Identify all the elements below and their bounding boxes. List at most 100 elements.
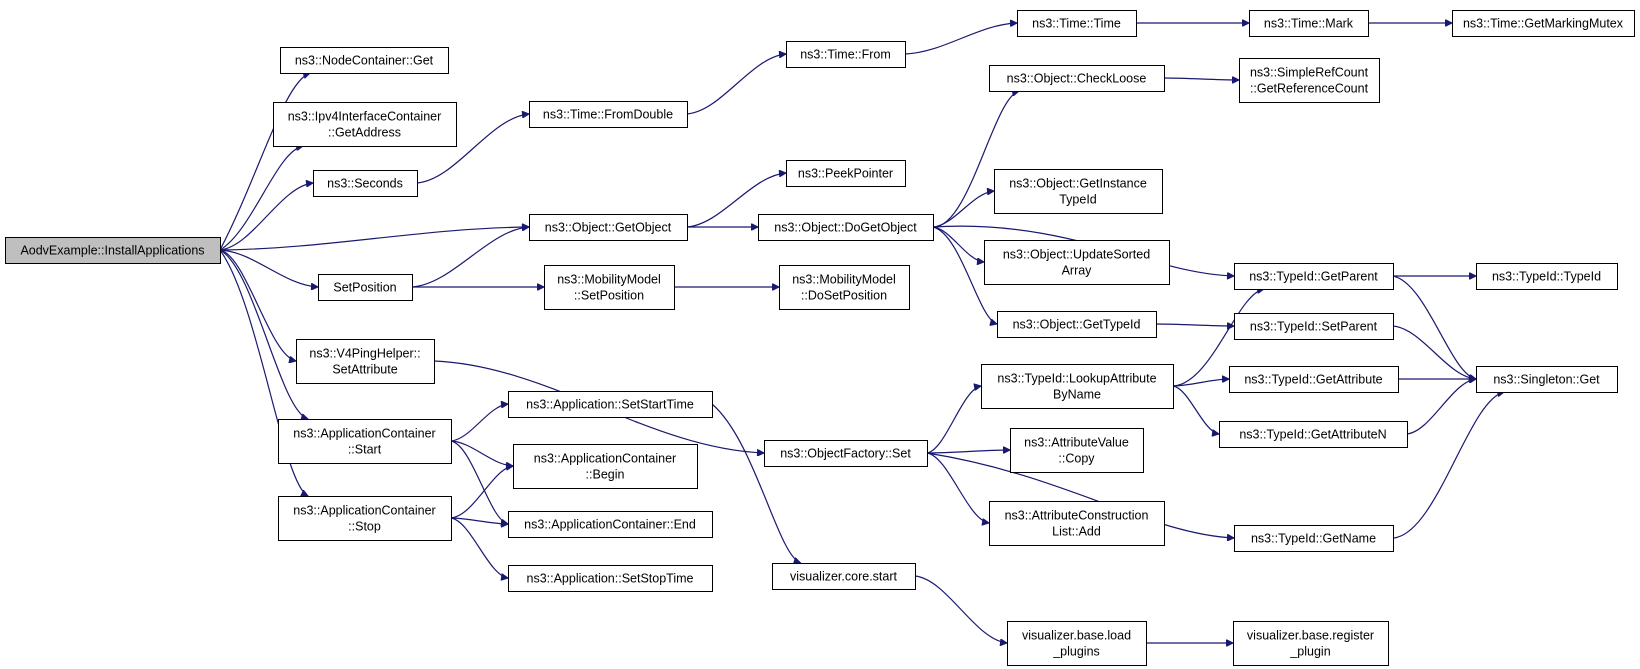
node-time-mark[interactable]: ns3::Time::Mark xyxy=(1249,10,1369,37)
node-typeid-typeid[interactable]: ns3::TypeId::TypeId xyxy=(1476,263,1618,290)
node-label: ::Copy xyxy=(1058,452,1095,466)
node-label: ns3::Object::GetInstance xyxy=(1009,177,1147,191)
node-vis-core-start[interactable]: visualizer.core.start xyxy=(772,563,916,590)
node-label: ns3::TypeId::SetParent xyxy=(1250,320,1378,334)
edge-obj-gettypeid-to-typeid-setparent xyxy=(1155,324,1234,326)
node-typeid-getattribute[interactable]: ns3::TypeId::GetAttribute xyxy=(1229,366,1399,393)
node-label: Array xyxy=(1062,264,1093,278)
node-label: List::Add xyxy=(1052,525,1101,539)
node-box xyxy=(989,501,1165,546)
node-v4ping[interactable]: ns3::V4PingHelper::SetAttribute xyxy=(296,339,435,384)
node-mm-setposition[interactable]: ns3::MobilityModel::SetPosition xyxy=(544,265,675,310)
node-box xyxy=(544,265,675,310)
node-box xyxy=(1234,313,1394,340)
node-label: ns3::PeekPointer xyxy=(798,167,893,181)
node-box xyxy=(989,65,1165,92)
node-label: ::GetReferenceCount xyxy=(1250,82,1369,96)
node-box xyxy=(508,565,713,592)
node-label: ns3::MobilityModel xyxy=(557,273,661,287)
node-setposition[interactable]: SetPosition xyxy=(318,274,413,301)
node-box xyxy=(513,444,698,489)
node-appc-start[interactable]: ns3::ApplicationContainer::Start xyxy=(278,419,452,464)
node-time-fromdouble[interactable]: ns3::Time::FromDouble xyxy=(529,101,688,128)
node-box xyxy=(280,47,449,74)
node-seconds[interactable]: ns3::Seconds xyxy=(313,170,418,197)
edge-obj-dogetobject-to-obj-gettypeid xyxy=(932,226,997,324)
node-box xyxy=(772,563,916,590)
node-box xyxy=(1476,263,1618,290)
edge-typeid-setparent-to-singleton-get xyxy=(1392,325,1476,379)
node-mm-dosetposition[interactable]: ns3::MobilityModel::DoSetPosition xyxy=(779,265,910,310)
node-box xyxy=(278,419,452,464)
node-vis-base-load[interactable]: visualizer.base.load_plugins xyxy=(1007,621,1147,666)
node-label: ns3::ObjectFactory::Set xyxy=(780,447,911,461)
node-label: ns3::TypeId::LookupAttribute xyxy=(997,372,1156,386)
node-label: ByName xyxy=(1053,388,1101,402)
node-typeid-setparent[interactable]: ns3::TypeId::SetParent xyxy=(1234,313,1394,340)
node-peekpointer[interactable]: ns3::PeekPointer xyxy=(786,160,906,187)
node-box xyxy=(997,311,1157,338)
node-label: ns3::Object::GetObject xyxy=(545,221,672,235)
edge-root-to-nc-get xyxy=(219,73,310,251)
node-attrval-copy[interactable]: ns3::AttributeValue::Copy xyxy=(1010,428,1144,473)
node-label: visualizer.base.register xyxy=(1247,629,1374,643)
node-label: ns3::TypeId::GetAttribute xyxy=(1244,373,1382,387)
node-obj-checkloose[interactable]: ns3::Object::CheckLoose xyxy=(989,65,1165,92)
edge-obj-dogetobject-to-obj-getinstance xyxy=(932,191,994,228)
node-objfactory-set[interactable]: ns3::ObjectFactory::Set xyxy=(764,440,928,467)
node-typeid-getattributen[interactable]: ns3::TypeId::GetAttributeN xyxy=(1219,421,1408,448)
node-obj-dogetobject[interactable]: ns3::Object::DoGetObject xyxy=(758,214,934,241)
node-box xyxy=(1017,10,1137,37)
node-label: visualizer.base.load xyxy=(1022,629,1131,643)
node-simplerefcount[interactable]: ns3::SimpleRefCount::GetReferenceCount xyxy=(1239,58,1380,103)
edge-root-to-setposition xyxy=(219,249,318,287)
edge-obj-checkloose-to-simplerefcount xyxy=(1163,78,1239,80)
node-box xyxy=(529,101,688,128)
node-typeid-getname[interactable]: ns3::TypeId::GetName xyxy=(1234,525,1394,552)
node-time-from[interactable]: ns3::Time::From xyxy=(786,41,906,68)
node-box xyxy=(508,511,713,538)
node-box xyxy=(1229,366,1399,393)
node-box xyxy=(1010,428,1144,473)
node-box xyxy=(994,169,1163,214)
edge-typeid-lookup-to-typeid-getparent xyxy=(1172,289,1264,387)
node-nc-get[interactable]: ns3::NodeContainer::Get xyxy=(280,47,449,74)
node-label: ns3::ApplicationContainer xyxy=(534,452,676,466)
node-label: ::DoSetPosition xyxy=(801,289,887,303)
node-box xyxy=(1219,421,1408,448)
node-appc-end[interactable]: ns3::ApplicationContainer::End xyxy=(508,511,713,538)
node-time-time[interactable]: ns3::Time::Time xyxy=(1017,10,1137,37)
node-app-setstart[interactable]: ns3::Application::SetStartTime xyxy=(508,391,713,418)
node-label: ns3::Application::SetStartTime xyxy=(526,398,694,412)
node-obj-getobject[interactable]: ns3::Object::GetObject xyxy=(529,214,688,241)
node-box xyxy=(984,240,1170,285)
node-time-mutex[interactable]: ns3::Time::GetMarkingMutex xyxy=(1452,10,1635,37)
edge-obj-dogetobject-to-obj-updatesorted xyxy=(932,226,984,262)
node-box xyxy=(318,274,413,301)
node-label: ns3::AttributeValue xyxy=(1024,436,1129,450)
edge-objfactory-set-to-typeid-lookup xyxy=(926,386,981,454)
node-label: ::SetPosition xyxy=(574,289,644,303)
node-root[interactable]: AodvExample::InstallApplications xyxy=(5,237,221,264)
node-appc-begin[interactable]: ns3::ApplicationContainer::Begin xyxy=(513,444,698,489)
edge-root-to-v4ping xyxy=(219,249,296,361)
node-box xyxy=(1249,10,1369,37)
node-ipv4-addr[interactable]: ns3::Ipv4InterfaceContainer::GetAddress xyxy=(273,102,457,147)
node-obj-gettypeid[interactable]: ns3::Object::GetTypeId xyxy=(997,311,1157,338)
node-box xyxy=(1452,10,1635,37)
node-box xyxy=(764,440,928,467)
edge-setposition-to-obj-getobject xyxy=(411,227,529,288)
node-vis-base-register[interactable]: visualizer.base.register_plugin xyxy=(1233,621,1389,666)
node-label: ns3::TypeId::GetAttributeN xyxy=(1239,428,1386,442)
node-label: SetPosition xyxy=(333,281,396,295)
node-appc-stop[interactable]: ns3::ApplicationContainer::Stop xyxy=(278,496,452,541)
node-app-setstop[interactable]: ns3::Application::SetStopTime xyxy=(508,565,713,592)
node-singleton-get[interactable]: ns3::Singleton::Get xyxy=(1476,366,1618,393)
edge-appc-start-to-app-setstart xyxy=(450,404,508,442)
node-typeid-getparent[interactable]: ns3::TypeId::GetParent xyxy=(1234,263,1394,290)
node-box xyxy=(1007,621,1147,666)
